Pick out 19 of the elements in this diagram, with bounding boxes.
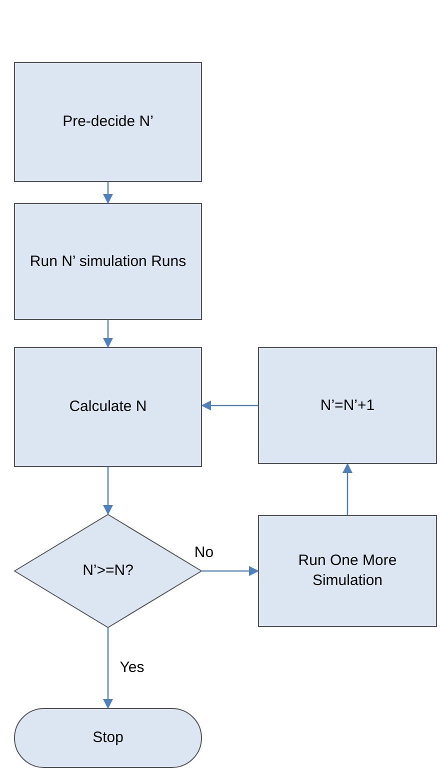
node-text: Run One More Simulation [297,551,398,591]
node-text: Pre-decide N’ [62,112,154,132]
node-text: Stop [92,728,124,748]
node-text: Run N’ simulation Runs [28,252,188,272]
node-text: N’=N’+1 [319,396,376,416]
arrow [201,400,258,410]
arrow [103,182,113,204]
arrow [342,463,352,515]
node-text: N’>=N? [82,561,134,581]
process-box [258,515,437,627]
process-box [14,347,202,467]
arrow [103,320,113,348]
arrow [202,566,259,576]
node-text: Calculate N [68,397,148,417]
process-box [14,203,202,320]
arrow [103,628,113,709]
process-box [14,62,202,182]
process-box [258,347,437,464]
arrow [103,467,113,515]
